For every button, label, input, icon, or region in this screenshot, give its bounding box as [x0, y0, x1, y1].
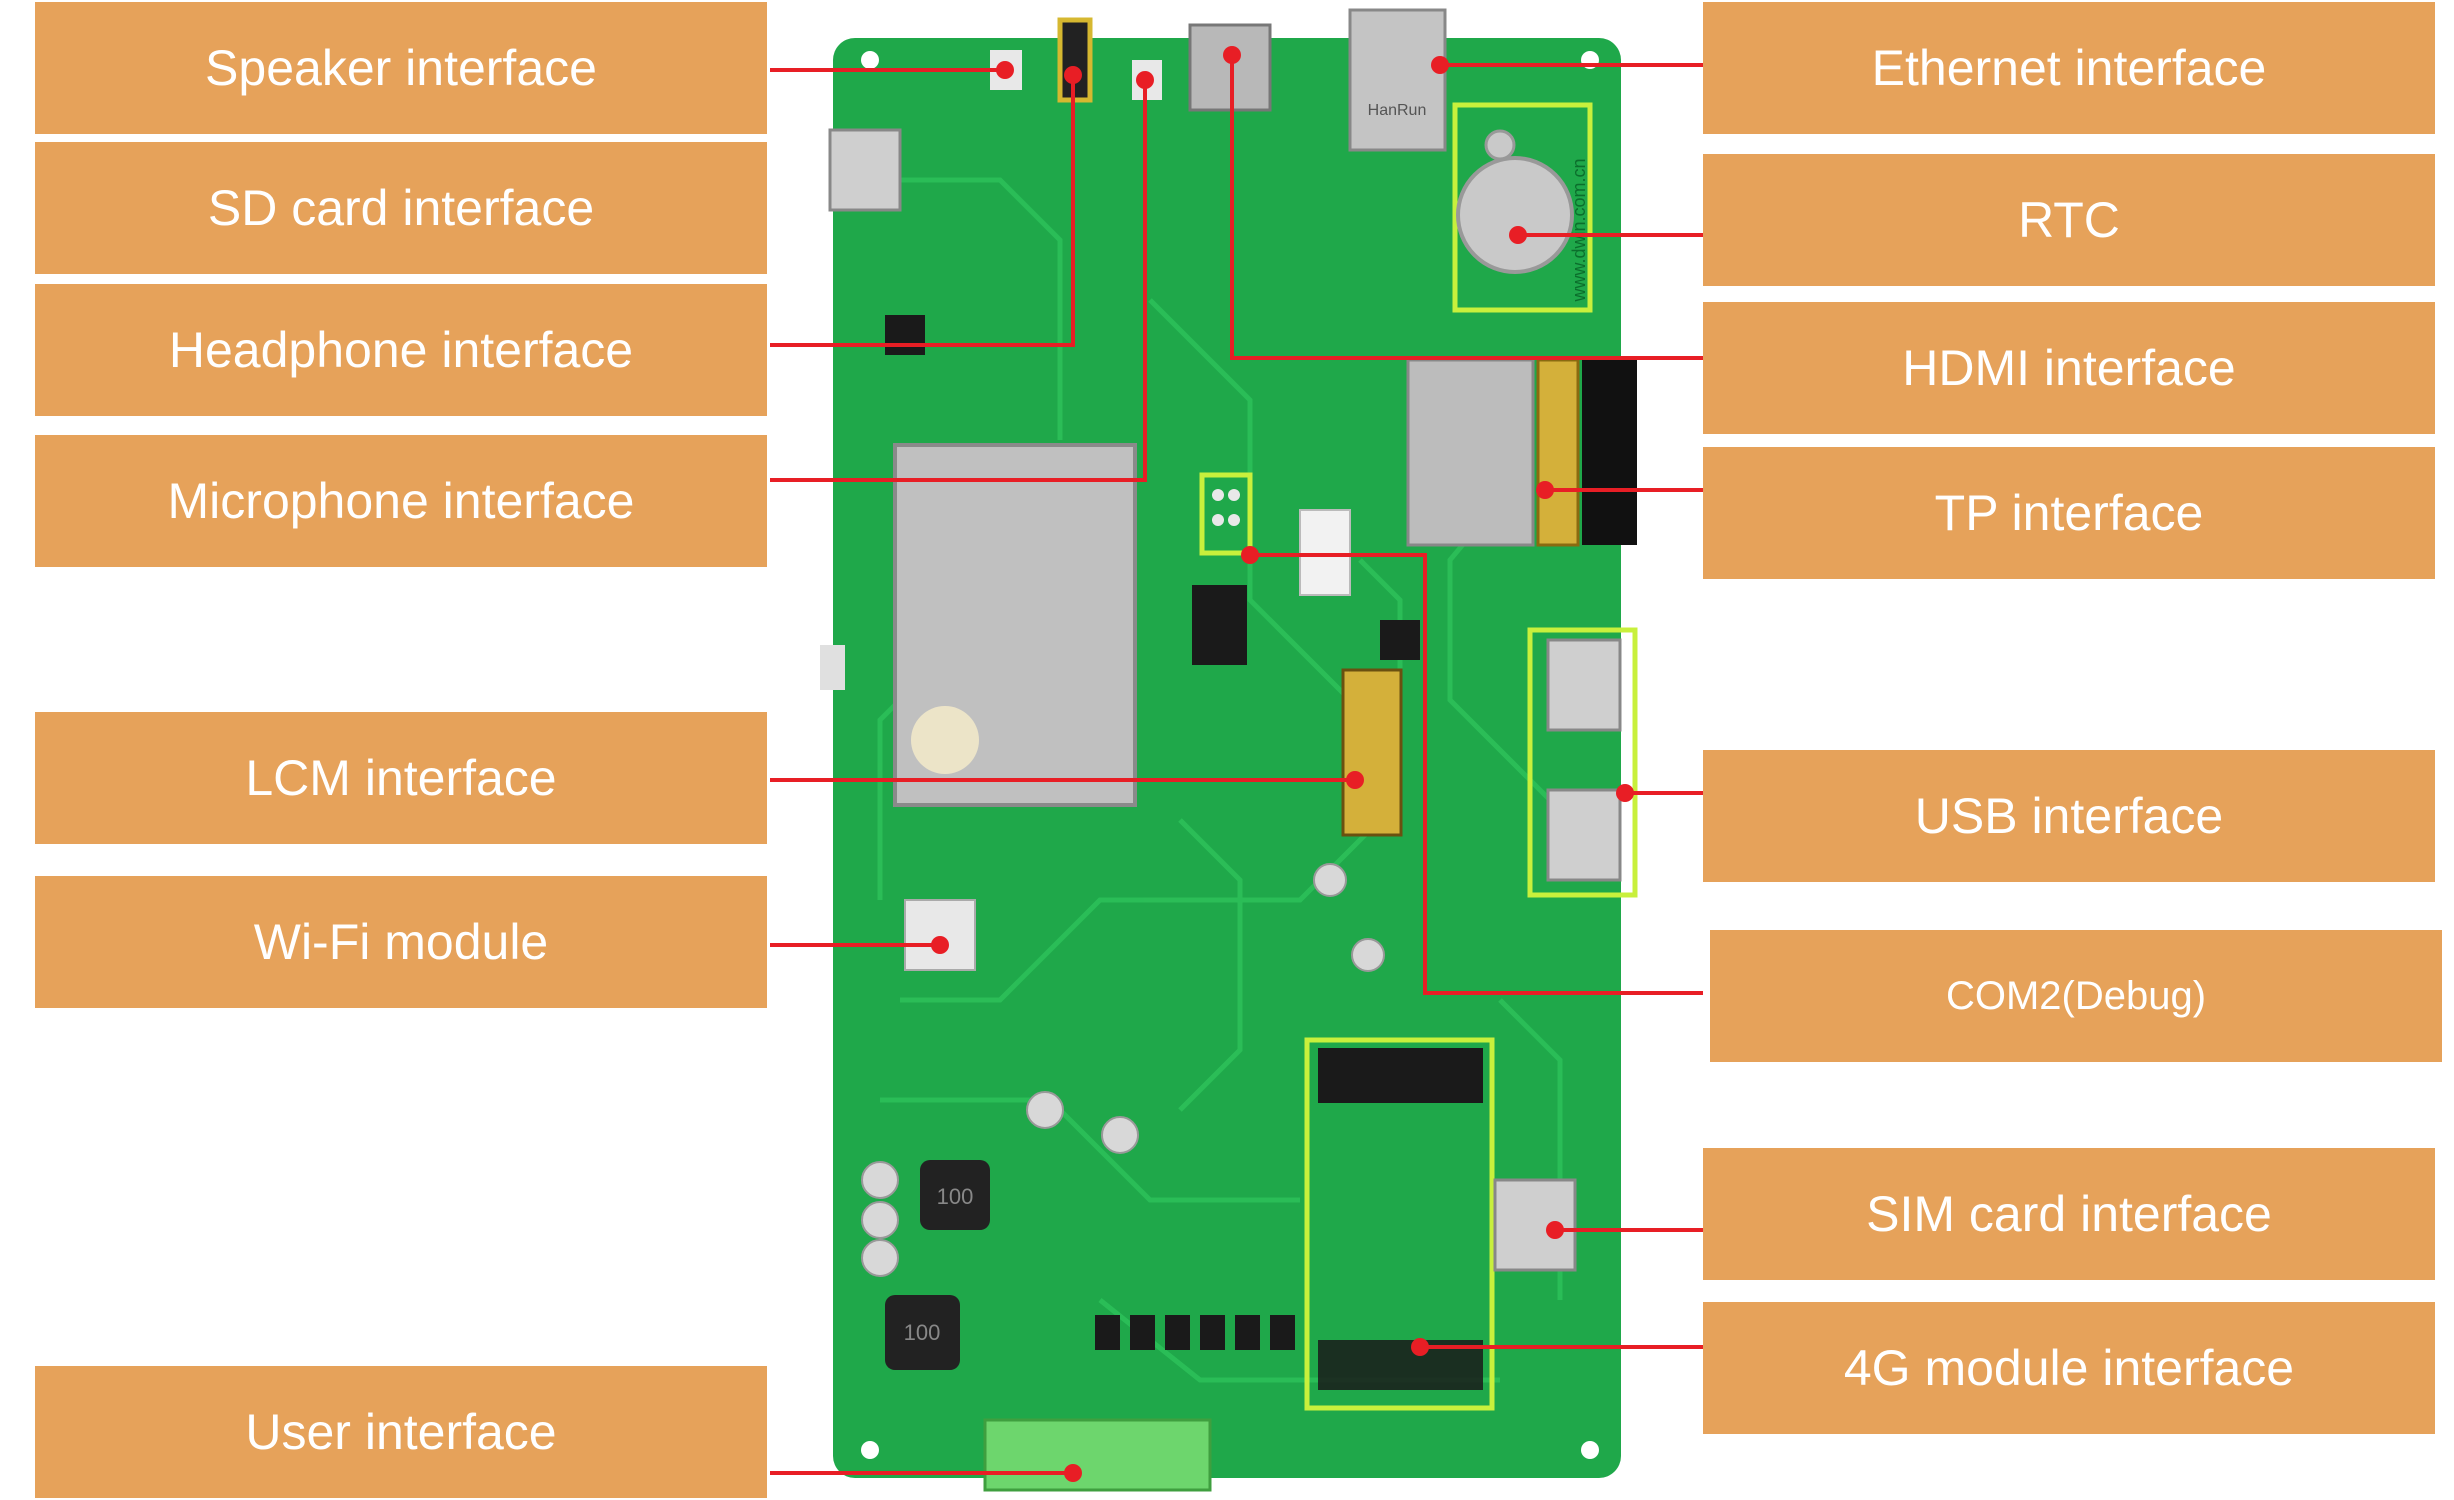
- label-tp: TP interface: [1703, 447, 2435, 579]
- ethernet-port: [1348, 8, 1447, 152]
- capacitors: [861, 863, 1385, 1277]
- tp-connector: [1536, 358, 1580, 547]
- 4g-mini-pcie-slot: [1318, 1048, 1483, 1103]
- rtc-highlight: [1452, 102, 1593, 313]
- inductor-bottom: [885, 1295, 960, 1370]
- ic-chip: [1380, 620, 1420, 660]
- pointer-com2: [1250, 553, 1703, 995]
- label-usb: USB interface: [1703, 750, 2435, 882]
- label-headphone-text: Headphone interface: [168, 322, 634, 378]
- label-wifi: Wi-Fi module: [35, 876, 767, 1008]
- pointer-headphone: [770, 75, 1075, 347]
- label-microphone: Microphone interface: [35, 435, 767, 567]
- label-user-text: User interface: [245, 1404, 557, 1460]
- label-ethernet: Ethernet interface: [1703, 2, 2435, 134]
- label-user: User interface: [35, 1366, 767, 1498]
- label-rtc-text: RTC: [2018, 192, 2120, 248]
- usb-highlight: [1527, 627, 1638, 898]
- tp-flex-cable: [1582, 360, 1637, 545]
- label-wifi-text: Wi-Fi module: [253, 914, 549, 970]
- 4g-highlight: [1304, 1037, 1495, 1411]
- label-hdmi: HDMI interface: [1703, 302, 2435, 434]
- ic-chip: [885, 315, 925, 355]
- label-usb-text: USB interface: [1914, 788, 2224, 844]
- usb-port-bottom: [1546, 788, 1622, 882]
- label-speaker-text: Speaker interface: [205, 40, 597, 96]
- label-sim: SIM card interface: [1703, 1148, 2435, 1280]
- label-sim-text: SIM card interface: [1866, 1186, 2272, 1242]
- ethernet-port-print: HanRun: [1368, 102, 1427, 119]
- lcd-module: [1406, 358, 1535, 547]
- inductor-bottom-value: 100: [904, 1320, 941, 1345]
- label-com2: COM2(Debug): [1710, 930, 2442, 1062]
- label-ethernet-text: Ethernet interface: [1871, 40, 2267, 96]
- rtc-battery: [1456, 156, 1574, 274]
- inductor-top: [920, 1160, 990, 1230]
- pointer-lines: [770, 55, 1703, 1475]
- inductor-top-value: 100: [937, 1184, 974, 1209]
- label-com2-text: COM2(Debug): [1945, 973, 2207, 1018]
- pointer-dots: [931, 46, 1634, 1482]
- label-hdmi-text: HDMI interface: [1902, 340, 2236, 396]
- label-tp-text: TP interface: [1934, 485, 2204, 541]
- pointer-microphone: [770, 80, 1147, 482]
- sd-card-slot: [828, 128, 902, 212]
- label-speaker: Speaker interface: [35, 2, 767, 134]
- label-microphone-text: Microphone interface: [167, 473, 635, 529]
- power-mosfets: [1095, 1315, 1295, 1350]
- label-4g-text: 4G module interface: [1843, 1340, 2295, 1396]
- wifi-module: [904, 899, 976, 971]
- white-connector: [1299, 509, 1351, 596]
- com2-highlight: [1199, 472, 1253, 556]
- label-lcm-text: LCM interface: [245, 750, 557, 806]
- pointer-hdmi: [1230, 55, 1703, 360]
- label-headphone: Headphone interface: [35, 284, 767, 416]
- label-lcm: LCM interface: [35, 712, 767, 844]
- label-rtc: RTC: [1703, 154, 2435, 286]
- usb-port-top: [1546, 638, 1622, 732]
- label-sdcard-text: SD card interface: [207, 180, 595, 236]
- website-print: www.dwin.com.cn: [1569, 158, 1589, 302]
- user-terminal-block: [983, 1418, 1212, 1492]
- side-button: [820, 645, 845, 690]
- ic-chip: [1192, 585, 1247, 665]
- label-4g: 4G module interface: [1703, 1302, 2435, 1434]
- lcm-connector: [1341, 668, 1403, 837]
- sim-card-slot: [1493, 1178, 1577, 1272]
- label-sdcard: SD card interface: [35, 142, 767, 274]
